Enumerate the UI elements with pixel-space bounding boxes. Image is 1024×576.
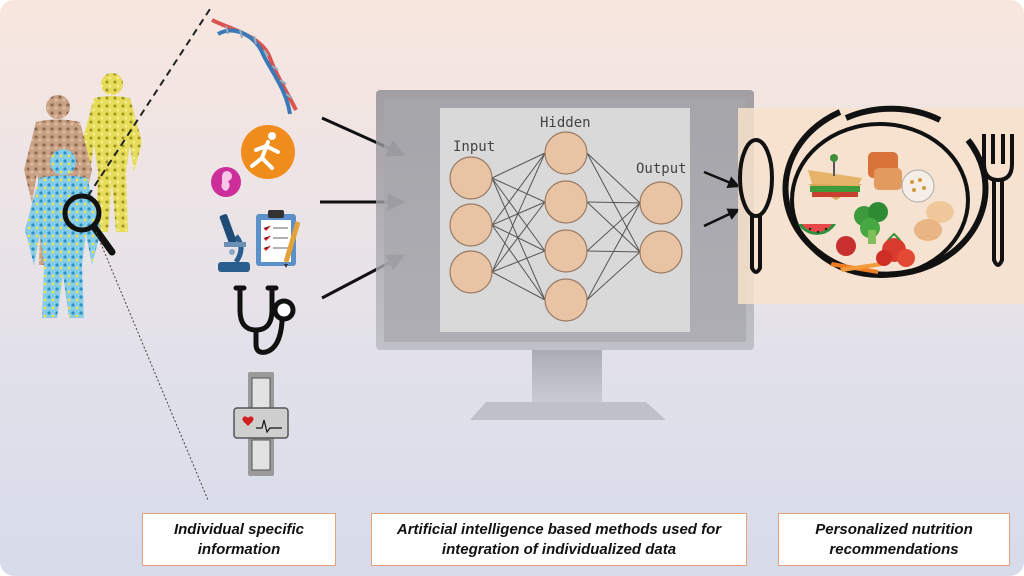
hidden-node bbox=[544, 229, 588, 273]
output-layer-label: Output bbox=[636, 161, 687, 177]
fork-icon bbox=[982, 134, 1014, 267]
caption-individual-info: Individual specific information bbox=[142, 513, 336, 566]
caption-nutrition-line2: recommendations bbox=[829, 540, 959, 558]
network-edge bbox=[491, 177, 546, 203]
network-edge bbox=[491, 271, 546, 301]
hidden-layer-label: Hidden bbox=[540, 115, 591, 131]
network-edges bbox=[491, 152, 641, 301]
caption-nutrition-line1: Personalized nutrition bbox=[815, 520, 973, 538]
food-items bbox=[798, 152, 954, 274]
hidden-node bbox=[544, 131, 588, 175]
network-edge bbox=[586, 152, 641, 204]
caption-ai-line1: Artificial intelligence based methods us… bbox=[396, 520, 722, 538]
plate-icon bbox=[782, 105, 989, 278]
network-edge bbox=[586, 202, 641, 252]
spoon-icon bbox=[738, 138, 774, 274]
network-edge bbox=[491, 250, 546, 273]
wearable-monitor-icon bbox=[233, 372, 289, 476]
output-arrows bbox=[703, 170, 741, 228]
output-node bbox=[639, 181, 683, 225]
running-icon bbox=[241, 125, 295, 179]
network-edge bbox=[491, 224, 546, 252]
hidden-node bbox=[544, 278, 588, 322]
microscope-icon bbox=[218, 214, 250, 272]
magnifier-icon bbox=[62, 193, 116, 256]
human-silhouettes-icon bbox=[24, 73, 142, 318]
caption-ai-methods: Artificial intelligence based methods us… bbox=[371, 513, 747, 566]
network-edge bbox=[586, 251, 641, 301]
network-edge bbox=[491, 152, 546, 179]
caption-individual-line2: information bbox=[197, 540, 281, 558]
input-node bbox=[449, 203, 493, 247]
network-edge bbox=[491, 152, 546, 273]
input-layer-label: Input bbox=[453, 139, 495, 155]
stethoscope-icon bbox=[233, 285, 296, 355]
clipboard-icon bbox=[256, 210, 301, 268]
caption-individual-line1: Individual specific bbox=[173, 520, 305, 538]
dashed-zoom-line bbox=[87, 5, 213, 197]
network-edge bbox=[491, 152, 546, 226]
output-node bbox=[639, 230, 683, 274]
network-edge bbox=[491, 224, 546, 301]
fetus-icon bbox=[211, 167, 241, 197]
input-node bbox=[449, 250, 493, 294]
network-nodes bbox=[449, 131, 683, 322]
dotted-zoom-line bbox=[95, 231, 209, 501]
network-edge bbox=[586, 202, 641, 301]
network-edge bbox=[491, 201, 546, 273]
network-edge bbox=[491, 177, 546, 301]
hidden-node bbox=[544, 180, 588, 224]
caption-ai-line2: integration of individualized data bbox=[441, 540, 677, 558]
caption-nutrition: Personalized nutrition recommendations bbox=[778, 513, 1010, 566]
dna-icon bbox=[211, 18, 298, 115]
network-edge bbox=[586, 201, 641, 204]
input-node bbox=[449, 156, 493, 200]
network-edge bbox=[491, 177, 546, 252]
